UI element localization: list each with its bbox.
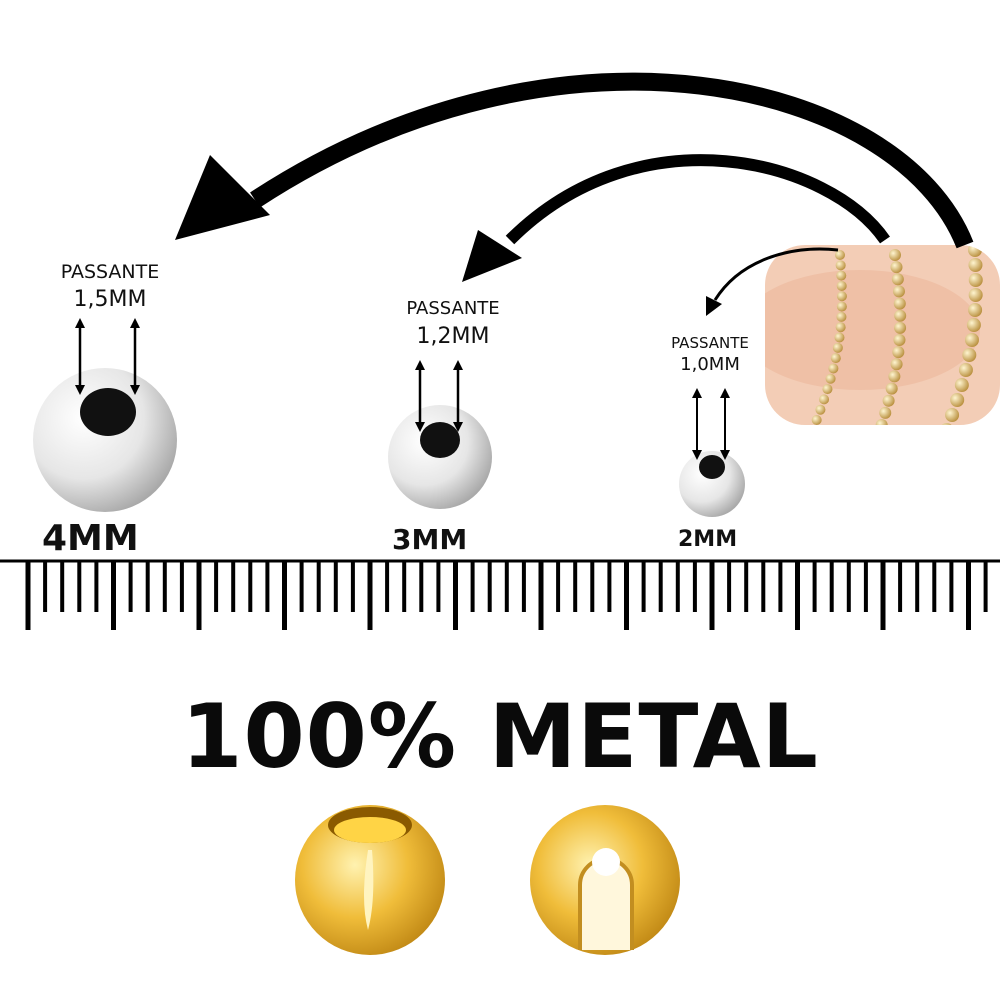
medium-arrow	[462, 154, 890, 282]
small-arrow	[706, 247, 839, 316]
chain-bead	[892, 285, 905, 298]
chain-bead	[885, 382, 898, 395]
arrowhead-down-icon	[692, 450, 702, 460]
arrowhead-down-icon	[453, 422, 463, 432]
chain-bead	[939, 423, 954, 425]
chain-bead	[950, 393, 965, 407]
chain-bead	[836, 280, 847, 291]
chain-bead	[828, 363, 839, 374]
chain-bead	[968, 288, 983, 302]
chain-bead	[962, 348, 977, 362]
gold-bead-front	[530, 805, 680, 955]
chain-bead	[888, 370, 901, 383]
arrowhead-down-icon	[415, 422, 425, 432]
arrowhead-up-icon	[453, 360, 463, 370]
passante-label-2mm: PASSANTE 1,0MM	[650, 332, 770, 376]
chain-bead	[836, 270, 847, 281]
chain-bead	[894, 321, 907, 334]
chain-bead	[964, 333, 979, 347]
size-label-2mm: 2MM	[678, 527, 738, 552]
hole-measure-arrows	[75, 318, 730, 460]
chain-bead	[958, 363, 973, 377]
chain-bead	[890, 261, 903, 274]
chain-bead	[830, 353, 841, 364]
chain-bead	[892, 346, 905, 359]
chain-bead	[893, 334, 906, 346]
arrowhead-up-icon	[75, 318, 85, 328]
passante-value: 1,0MM	[680, 354, 740, 375]
chain-bead	[832, 342, 843, 353]
size-label-4mm: 4MM	[42, 518, 139, 559]
arrowhead-up-icon	[720, 388, 730, 398]
chain-bead	[811, 415, 822, 425]
chain-bead	[891, 273, 904, 286]
chain-bead	[836, 311, 847, 322]
arrowhead-up-icon	[130, 318, 140, 328]
chain-bead	[835, 250, 845, 260]
chain-bead	[882, 394, 895, 407]
chain-bead	[815, 404, 826, 415]
chain-bead	[954, 378, 969, 392]
chain-bead	[890, 358, 903, 371]
bead-3mm	[388, 405, 492, 509]
arrowhead-up-icon	[692, 388, 702, 398]
passante-label-4mm: PASSANTE 1,5MM	[50, 258, 170, 314]
chain-bead	[879, 406, 892, 419]
arrowhead-up-icon	[415, 360, 425, 370]
chain-bead	[968, 303, 983, 317]
arrowhead-down-icon	[75, 385, 85, 395]
arrowhead-down-icon	[720, 450, 730, 460]
chain-bead	[968, 258, 983, 272]
bead-2mm	[679, 451, 745, 517]
chain-bead	[945, 408, 960, 422]
passante-title: PASSANTE	[406, 298, 500, 319]
bead-4mm	[33, 368, 177, 512]
chain-bead	[893, 297, 906, 310]
chain-bead	[819, 394, 830, 405]
passante-value: 1,5MM	[73, 287, 147, 312]
chain-bead	[968, 245, 982, 257]
chain-bead	[966, 318, 981, 332]
passante-title: PASSANTE	[671, 334, 749, 352]
chain-bead	[835, 260, 846, 271]
chain-bead	[822, 384, 833, 395]
chain-bead	[875, 419, 888, 425]
chain-bead	[894, 309, 907, 322]
headline: 100% METAL	[181, 685, 819, 788]
arrowhead-down-icon	[130, 385, 140, 395]
size-label-3mm: 3MM	[392, 523, 468, 556]
chain-bead	[835, 322, 846, 333]
passante-value: 1,2MM	[416, 324, 490, 349]
chain-bead	[836, 291, 847, 302]
chain-bead	[834, 332, 845, 343]
chain-bead	[825, 373, 836, 384]
chain-bead	[836, 301, 847, 312]
ruler	[0, 559, 1000, 630]
large-arrow	[175, 72, 974, 249]
chain-bead	[968, 273, 983, 287]
gold-bead-side	[295, 805, 445, 955]
chain-bead	[889, 249, 901, 261]
passante-title: PASSANTE	[60, 261, 160, 283]
passante-label-3mm: PASSANTE 1,2MM	[393, 295, 513, 351]
bracelet-photo	[765, 245, 1000, 425]
